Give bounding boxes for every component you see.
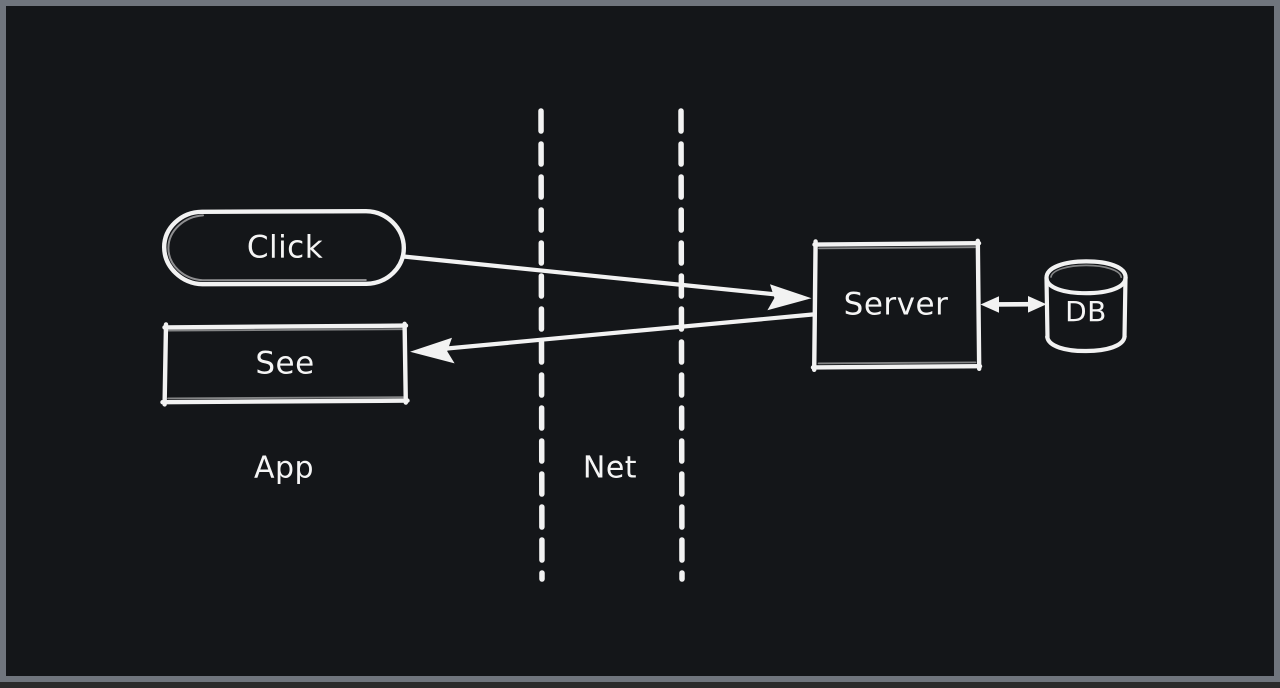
divider-left xyxy=(538,108,545,582)
net-zone-label: Net xyxy=(583,451,637,486)
sketch-svg: Click See Server xyxy=(160,108,1128,582)
node-db-label: DB xyxy=(1065,295,1107,328)
node-server[interactable]: Server xyxy=(810,238,983,372)
arrowhead-left-db-icon xyxy=(980,296,999,313)
app-zone-label: App xyxy=(254,451,314,486)
edge-server-to-see xyxy=(410,312,815,364)
node-server-label: Server xyxy=(844,287,949,323)
node-see-label: See xyxy=(255,346,314,382)
edge-server-db xyxy=(980,296,1047,313)
node-click-label: Click xyxy=(247,230,323,266)
divider-right xyxy=(678,108,685,582)
edge-click-to-server xyxy=(401,254,812,311)
node-db[interactable]: DB xyxy=(1044,259,1128,354)
arrowhead-right-db-icon xyxy=(1028,296,1047,313)
node-see[interactable]: See xyxy=(160,321,410,407)
arrowhead-right-icon xyxy=(767,284,812,311)
node-click[interactable]: Click xyxy=(161,209,407,287)
arrowhead-left-icon xyxy=(410,337,455,364)
